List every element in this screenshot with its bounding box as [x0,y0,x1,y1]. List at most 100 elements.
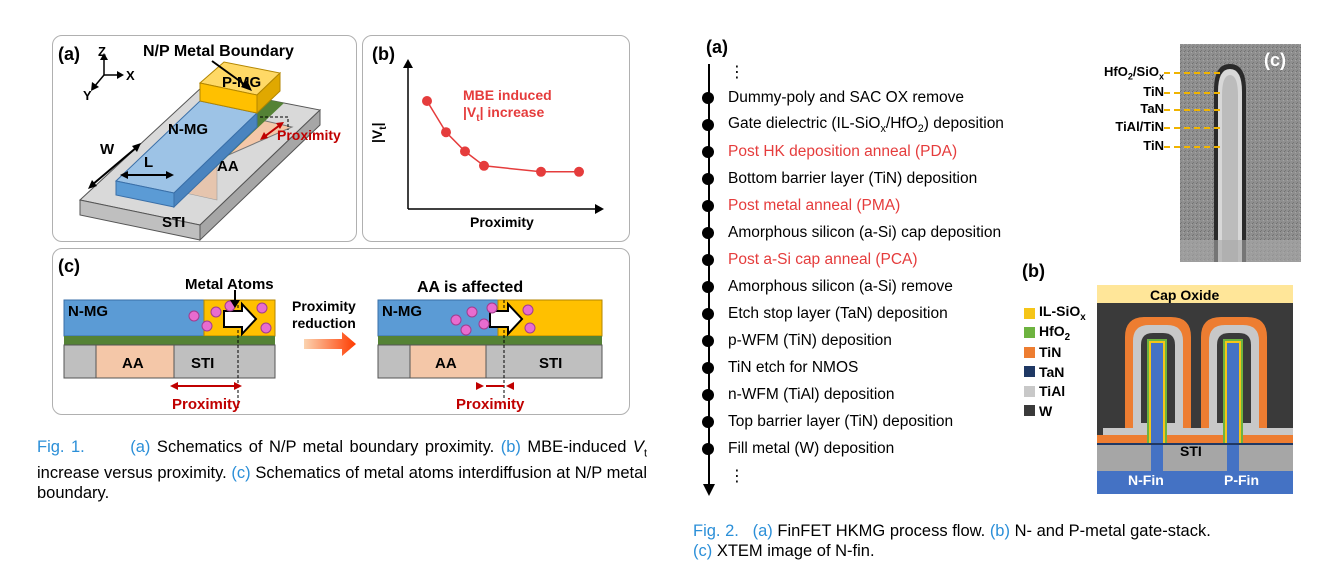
flow-step-dot [702,416,714,428]
fig2-c-label: (c) [1264,50,1286,70]
chart-point [460,146,470,157]
legend-label: TiN [1039,344,1062,360]
right-prox-head-b [506,382,514,390]
cap-oxide-label: Cap Oxide [1150,287,1220,303]
flow-step: Post metal anneal (PMA) [702,193,900,219]
atom [260,322,272,334]
atom [201,320,213,332]
w-arrow-head-b [132,143,141,152]
proximity-arrow-head-b [276,122,284,129]
legend-swatch [1024,346,1035,358]
axis-x-head [117,71,124,79]
gs-cap-oxide [1097,285,1293,303]
legend-label: HfO2 [1039,322,1071,343]
chart-x-axis-arrow [595,204,604,214]
right-sti-label: STI [539,355,563,372]
left-prox-head-a [170,382,178,390]
axis-z-head [100,53,108,60]
metal-atoms-label: Metal Atoms [185,276,274,293]
chart-point [422,96,432,106]
right-aa-label: AA [435,355,457,372]
legend-label: IL-SiOx [1039,303,1086,323]
legend-item: HfO2 [1024,323,1070,343]
fig1-caption-c-text: Schematics of metal atoms interdiffusion… [37,464,647,503]
flow-step-dot [702,389,714,401]
gs-sti [1097,445,1293,471]
gs-tan-line [1097,443,1293,445]
boundary-arrow-head [241,80,252,91]
atom [460,324,472,336]
fig2-a-label: (a) [706,37,728,57]
chart-point [574,166,584,177]
xtem-layer-label: TiN [1143,84,1164,99]
chart-annotation-line2: |Vt| increase [463,104,552,127]
fig1-c-label: (c) [58,256,80,276]
ylabel-sub: t [377,126,389,130]
proximity-label-a: Proximity [277,127,341,143]
flow-step-text: Top barrier layer (TiN) deposition [728,413,954,430]
legend-item: TiN [1024,342,1061,362]
left-proximity-label: Proximity [172,396,241,413]
axis-z-label: Z [98,44,106,59]
left-sti-label: STI [191,355,215,372]
ylabel-post: | [369,122,385,127]
fig1-b-label: (b) [372,44,395,64]
fig2-caption-c-text: XTEM image of N-fin. [712,542,875,560]
boundary-dashed [260,116,289,130]
aa-affected-label: AA is affected [417,279,524,296]
ann-pre: |V [463,104,477,120]
flow-step-dot [702,146,714,158]
atom [256,302,268,314]
ylabel-pre: |V [369,129,385,143]
proximity-arrow-line [263,124,281,138]
fig1-caption-b-pre: MBE-induced [520,438,633,456]
flow-arrow-head [703,484,715,496]
w-arrow-head-a [88,180,97,189]
pmg-label: P-MG [222,74,262,91]
left-sti [173,344,276,379]
fig1-caption-b-ref: (b) [500,438,521,456]
flow-step-text: Post metal anneal (PMA) [728,197,901,214]
ann-sub: t [476,112,480,124]
flow-step-dot [702,335,714,347]
flow-step: Fill metal (W) deposition [702,436,894,462]
chart-y-axis-arrow [403,59,413,68]
right-green [378,336,602,345]
axis-y-head [91,82,99,91]
right-sti-left [377,344,411,379]
flow-ellipsis-top: ⋮ [729,64,745,81]
gs-pfin-label: P-Fin [1224,472,1259,488]
legend-item: IL-SiOx [1024,303,1086,323]
fig2-caption: Fig. 2. (a) FinFET HKMG process flow. (b… [693,521,1313,561]
xtem-fin-inner [1222,75,1238,262]
fig2-caption-b-text: N- and P-metal gate-stack. [1009,522,1211,540]
ann-post: | increase [479,104,545,120]
flow-step: TiN etch for NMOS [702,355,858,381]
flow-step-dot [702,362,714,374]
fig1-panel-a-drawing [78,53,322,242]
chart-point [479,160,489,171]
atom [210,306,222,318]
flow-step: Bottom barrier layer (TiN) deposition [702,166,977,192]
atom [522,304,534,316]
reduction-line2: reduction [292,315,356,331]
flow-step-dot [702,92,714,104]
pmg-side [256,71,281,115]
left-nmg-label: N-MG [68,303,108,320]
reduction-arrow [304,332,356,356]
flow-step: Post HK deposition anneal (PDA) [702,139,957,165]
flow-step: Dummy-poly and SAC OX remove [702,85,964,111]
xtem-layer-label: HfO2/SiOx [1104,64,1164,82]
fig1-a-label: (a) [58,44,80,64]
gate-stack-image [1097,285,1293,494]
atom [524,322,536,334]
reduction-label: Proximity reduction [292,298,356,332]
legend-label: TaN [1039,363,1065,380]
fig2-caption-fig: Fig. 2. [693,522,739,540]
right-prox-head-a [476,382,484,390]
w-arrow-line [91,146,138,186]
xtem-layer-label: TaN [1140,101,1164,116]
flow-step: Etch stop layer (TaN) deposition [702,301,948,327]
gs-sti-label: STI [1180,443,1202,459]
xtem-pointer-arrow [1164,72,1220,74]
